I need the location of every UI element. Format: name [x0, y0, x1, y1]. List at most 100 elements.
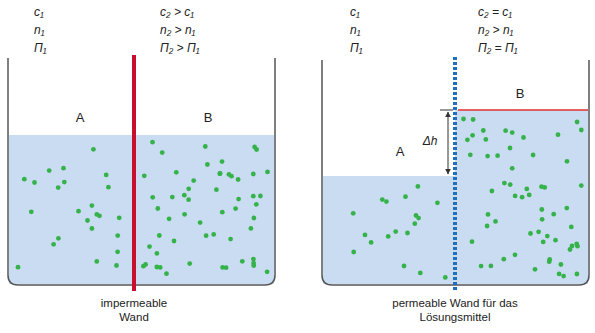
solute-particle	[521, 135, 526, 140]
impermeable-wall	[132, 55, 136, 291]
solute-particle	[461, 117, 466, 122]
solute-particle	[236, 177, 241, 182]
solute-particle	[211, 232, 216, 237]
solute-particle	[115, 233, 120, 238]
solute-particle	[150, 140, 155, 145]
solute-particle	[568, 247, 573, 252]
solute-particle	[191, 178, 196, 183]
solute-particle	[251, 263, 256, 268]
height-arrow	[448, 112, 449, 174]
solute-particle	[557, 272, 562, 277]
solute-particle	[251, 194, 256, 199]
osmotic-pressure: Π₂ > Π₁	[160, 41, 199, 55]
solute-particle	[351, 250, 356, 255]
solute-particle	[380, 197, 385, 202]
solute-particle	[198, 220, 203, 225]
solute-particle	[117, 215, 122, 220]
solute-particle	[502, 181, 507, 186]
solute-particle	[579, 128, 584, 133]
solute-particle	[265, 269, 270, 274]
solute-particle	[97, 213, 102, 218]
solute-particle	[547, 257, 552, 262]
solute-particle	[470, 133, 475, 138]
solute-particle	[265, 170, 270, 175]
permeable-wall	[453, 57, 457, 291]
solute-particle	[493, 219, 498, 224]
solute-particle	[182, 193, 187, 198]
solute-particle	[76, 209, 81, 214]
concentration: c₂ > c₁	[160, 5, 194, 19]
osmotic-pressure: Π₁	[350, 41, 362, 55]
solute-particle	[416, 216, 421, 221]
solute-particle	[479, 264, 484, 269]
solute-particle	[527, 193, 532, 198]
osmotic-pressure: Π₂ = Π₁	[478, 41, 517, 55]
level-line	[458, 109, 588, 111]
solute-particle	[104, 173, 109, 178]
solute-particle	[574, 242, 579, 247]
solute-particle	[91, 147, 96, 152]
solute-particle	[561, 274, 566, 279]
solute-particle	[503, 128, 508, 133]
solute-particle	[160, 150, 165, 155]
solute-particle	[524, 187, 529, 192]
solute-particle	[154, 265, 159, 270]
solute-particle	[541, 240, 546, 245]
solute-particle	[545, 234, 550, 239]
solute-particle	[556, 132, 561, 137]
solute-particle	[217, 171, 222, 176]
solute-particle	[186, 197, 191, 202]
solute-particle	[575, 272, 580, 277]
solute-particle	[142, 173, 147, 178]
solute-particle	[106, 185, 111, 190]
solute-particle	[56, 185, 61, 190]
solute-particle	[252, 216, 257, 221]
solute-particle	[214, 187, 219, 192]
solute-particle	[187, 261, 192, 266]
solute-particle	[443, 275, 448, 280]
solute-particle	[531, 153, 536, 158]
solute-particle	[489, 264, 494, 269]
solute-particles	[16, 117, 584, 280]
concentration: c₂ = c₁	[478, 5, 512, 19]
solute-particle	[240, 259, 245, 264]
solute-particle	[539, 207, 544, 212]
solute-particle	[564, 206, 569, 211]
solute-particle	[412, 221, 417, 226]
solute-particle	[508, 182, 513, 187]
solute-particle	[513, 252, 518, 257]
solute-particle	[565, 159, 570, 164]
solute-particle	[157, 233, 162, 238]
solute-particle	[228, 237, 233, 242]
solute-particle	[29, 209, 34, 214]
solute-particle	[220, 210, 225, 215]
concentration: c₁	[34, 5, 44, 19]
particle-count: n₁	[350, 23, 360, 37]
solute-particle	[528, 231, 533, 236]
solute-particle	[490, 189, 495, 194]
solute-particle	[485, 224, 490, 229]
solution	[455, 110, 588, 284]
solute-particle	[47, 168, 52, 173]
solute-particle	[393, 229, 398, 234]
solute-particle	[205, 162, 210, 167]
solute-particle	[204, 233, 209, 238]
solute-particle	[186, 186, 191, 191]
solute-particle	[143, 262, 148, 267]
solute-particle	[363, 233, 368, 238]
solute-particle	[533, 267, 538, 272]
solute-particle	[403, 194, 408, 199]
solute-particle	[150, 195, 155, 200]
solute-particle	[542, 185, 547, 190]
solute-particle	[220, 159, 225, 164]
particle-count: n₂ > n₁	[160, 23, 195, 37]
solute-particle	[203, 144, 208, 149]
solute-particle	[62, 180, 67, 185]
height-difference: Δh	[423, 134, 438, 148]
solute-particle	[384, 199, 389, 204]
compartment-label: A	[76, 110, 85, 126]
wall-label: impermeable Wand	[89, 296, 179, 325]
compartment-label: B	[516, 86, 525, 102]
solute-particle	[90, 203, 95, 208]
solute-particle	[416, 184, 421, 189]
